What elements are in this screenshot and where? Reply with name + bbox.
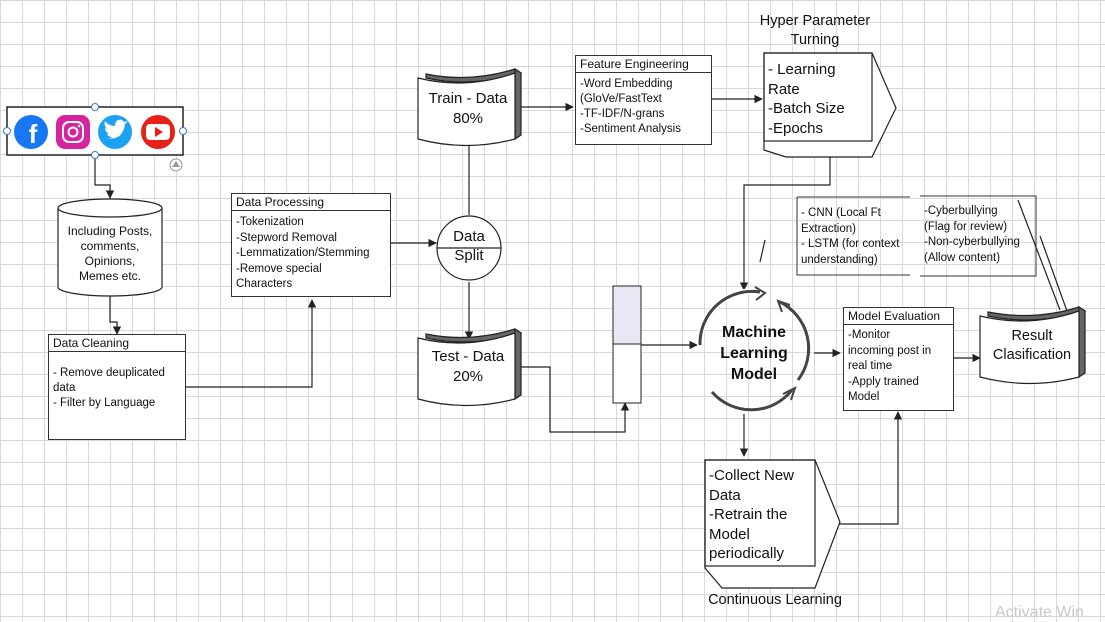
feature-engineering-line: (GloVe/FastText [580,93,662,105]
test-data-line: Test - Data [431,348,505,365]
connector-icons-to-database [94,157,115,199]
continuous-learning-line: Model [709,525,750,543]
continuous-learning-caption: Continuous Learning [708,592,842,608]
model-evaluation-line: -Monitor [848,329,891,341]
data-split-line: Data [453,228,485,245]
data-processing-line: -Tokenization [236,216,304,228]
twitter-icon [98,115,132,149]
hyper-parameter-title: Hyper Parameter Turning [740,12,890,50]
feature-engineering-line: -Word Embedding [580,78,673,90]
model-evaluation-line: real time [848,360,893,372]
youtube-icon [141,115,175,149]
connector-database-to-cleaning [109,293,122,335]
database-cylinder [57,198,163,297]
ml-model-line: Learning [720,345,788,362]
result-line: Clasification [992,347,1072,363]
data-processing-line: -Remove special [236,262,322,275]
train-data-line: Train - Data [428,90,508,107]
classes-notes-line: (Allow content) [924,251,1001,264]
hyper-parameter-line: -Epochs [768,119,824,137]
connector-test-to-queue [520,366,630,433]
data-processing-line: -Stepword Removal [236,231,337,244]
model-evaluation-line: incoming post in [848,344,932,357]
classes-notes-line: -Non-cyberbullying [924,236,1020,248]
model-notes-line: - LSTM (for context [801,238,900,250]
svg-text:f: f [29,119,38,149]
social-media-sources: f [3,103,187,172]
activation-watermark: Activate Win [995,604,1084,621]
classes-notes-outline [920,195,1037,277]
continuous-learning-line: -Collect New [709,467,795,484]
connectors [94,94,1073,525]
hyper-parameter-title-line: Turning [790,32,840,48]
facebook-icon: f [14,115,48,149]
instagram-icon [56,115,90,149]
result-shape [979,305,1087,385]
continuous-learning-body: -Collect New Data -Retrain the Model per… [709,466,794,564]
train-data-shape [417,67,523,147]
model-evaluation-title: Model Evaluation [844,308,953,325]
model-evaluation-line: Model [848,391,880,403]
feature-engineering-title: Feature Engineering [576,56,711,73]
data-processing-title: Data Processing [232,194,390,211]
classes-notes-line: (Flag for review) [924,220,1008,233]
data-cleaning-box: Data Cleaning - Remove deuplicated data … [48,334,186,440]
selection-handles[interactable] [3,103,187,159]
data-split-line: Split [454,247,484,264]
data-split-circle [436,215,502,281]
train-data-line: 80% [452,110,484,127]
test-data-line: 20% [452,368,484,385]
data-queue [612,285,642,404]
result-line: Result [1011,328,1053,344]
test-data-label: Test - Data 20% [418,347,518,387]
model-notes-outline [796,196,910,276]
connector-hyper-notes [759,239,766,263]
model-notes: - CNN (Local Ft Extraction) - LSTM (for … [801,206,899,268]
train-data-label: Train - Data 80% [418,89,518,129]
data-processing-box: Data Processing -Tokenization -Stepword … [231,193,391,297]
database-line: Including Posts, [67,224,153,238]
connector-cleaning-to-processing [186,299,317,388]
feature-engineering-line: -TF-IDF/N-grans [580,108,665,120]
classes-notes: -Cyberbullying (Flag for review) -Non-cy… [924,204,1020,266]
connector-continuous-to-evaluation [834,411,903,525]
model-notes-line: Extraction) [801,222,856,235]
rotate-handle-icon[interactable] [169,158,183,172]
classes-notes-line: -Cyberbullying [924,205,998,217]
hyper-parameter-body: - Learning Rate -Batch Size -Epochs [768,60,845,138]
database-line: Memes etc. [78,269,141,283]
data-processing-line: Characters [236,278,293,290]
database-line: comments, [80,239,140,253]
result-label: Result Clasification [980,327,1084,365]
continuous-learning-line: Data [709,486,741,504]
hyper-parameter-line: Rate [768,80,800,98]
database-line: Opinions, [84,254,136,268]
model-cycle-arrows-icon [696,286,811,412]
data-cleaning-line: data [53,382,76,394]
hyper-parameter-title-line: Hyper Parameter [759,13,871,29]
ml-model-line: Machine [721,324,786,341]
connector-classes-to-result-2 [1017,199,1061,311]
feature-engineering-box: Feature Engineering -Word Embedding (Glo… [575,55,712,145]
feature-engineering-line: -Sentiment Analysis [580,123,681,135]
data-cleaning-title: Data Cleaning [49,335,185,352]
hyper-parameter-line: - Learning [768,61,836,78]
continuous-learning-line: -Retrain the [709,506,788,523]
data-processing-line: -Lemmatization/Stemming [236,247,370,259]
continuous-learning-line: periodically [709,545,785,562]
database-label: Including Posts, comments, Opinions, Mem… [58,224,162,284]
data-split-label: Data Split [437,227,501,265]
ml-model-line: Model [730,366,778,383]
connector-hyper-to-model [739,157,831,291]
ml-model-label: Machine Learning Model [704,322,804,385]
data-cleaning-line: - Filter by Language [53,397,156,409]
model-notes-line: - CNN (Local Ft [801,207,881,219]
model-evaluation-line: -Apply trained [848,375,919,388]
model-evaluation-box: Model Evaluation -Monitor incoming post … [843,307,954,411]
hyper-parameter-line: -Batch Size [768,100,845,117]
data-cleaning-line: - Remove deuplicated [53,367,165,379]
model-notes-line: understanding) [801,253,878,266]
test-data-shape [417,327,523,407]
